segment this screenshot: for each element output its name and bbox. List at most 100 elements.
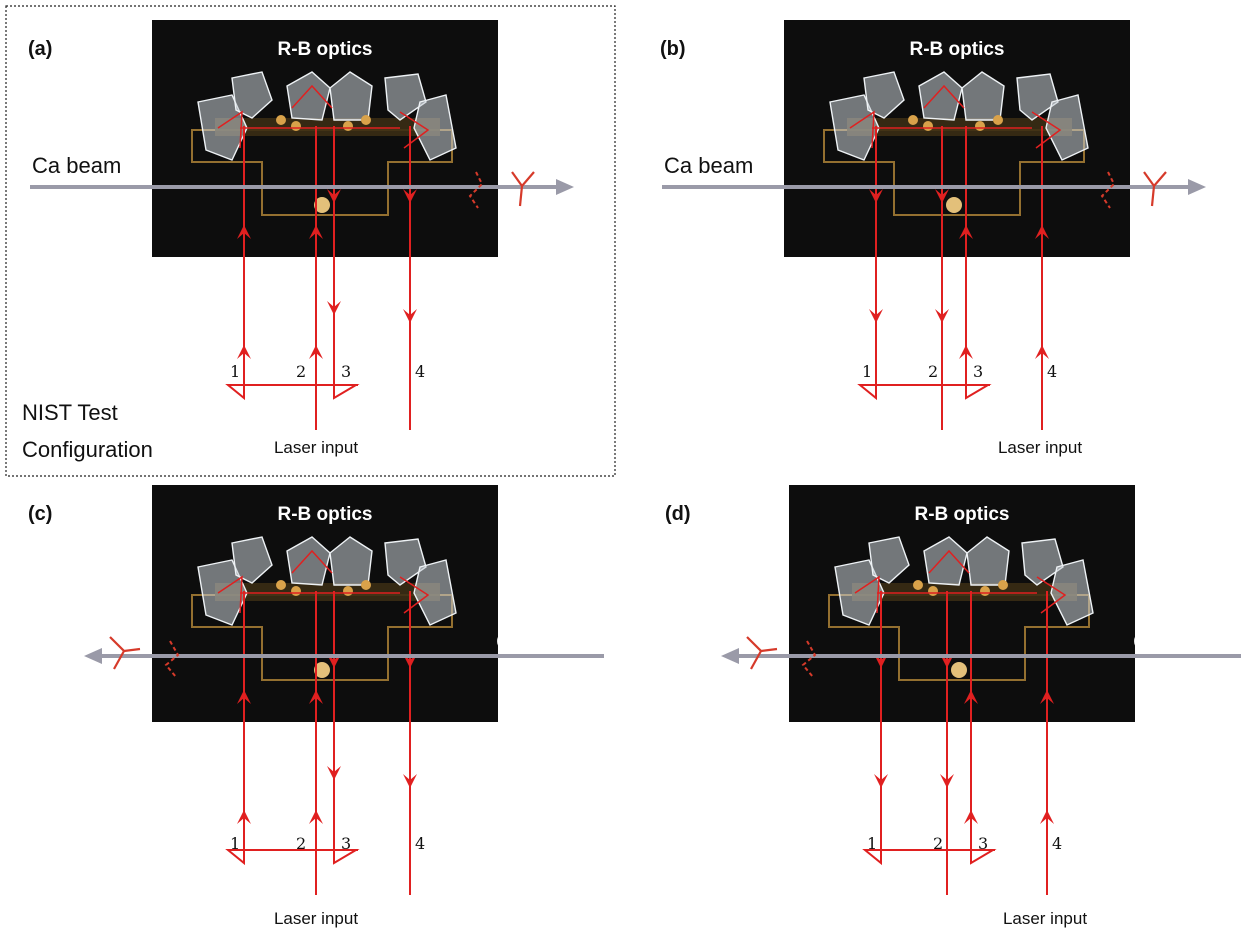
fold-mirror-right	[970, 849, 997, 865]
center-sphere	[314, 662, 330, 678]
fold-mirror-left	[225, 384, 245, 401]
laser-arrowhead	[964, 810, 978, 824]
fold-mirror-left	[862, 849, 882, 866]
laser-arrowhead	[964, 690, 978, 704]
fold-mirror-right	[333, 384, 360, 400]
brass-sphere	[361, 580, 371, 590]
laser-arrowhead	[1035, 345, 1049, 359]
brass-sphere	[361, 115, 371, 125]
glass-prism	[918, 71, 963, 121]
glass-prism	[329, 71, 373, 121]
brass-sphere	[291, 121, 301, 131]
laser-arrowhead	[403, 189, 417, 203]
laser-paths	[862, 591, 1054, 895]
nist-config-frame	[5, 5, 616, 477]
brass-sphere	[913, 580, 923, 590]
ca-beam	[662, 171, 1206, 209]
brass-sphere	[908, 115, 918, 125]
beam-number-2: 2	[296, 362, 306, 381]
config-label-line1: NIST Test	[22, 400, 118, 425]
panel-label: (b)	[660, 38, 686, 60]
ca-beam-arrowhead	[84, 648, 102, 664]
laser-arrowhead	[327, 301, 341, 315]
laser-arrowhead	[874, 774, 888, 788]
ca-beam-arrowhead	[1188, 179, 1206, 195]
molecule-sketch	[746, 636, 778, 670]
ca-beam	[84, 636, 604, 678]
laser-arrowhead	[237, 810, 251, 824]
ca-beam	[30, 171, 574, 209]
photo-title: R-B optics	[910, 39, 1005, 60]
laser-arrowhead	[237, 345, 251, 359]
center-sphere	[946, 197, 962, 213]
mount-bar	[852, 583, 1077, 601]
glass-prism	[868, 536, 910, 584]
laser-arrowhead	[237, 690, 251, 704]
ca-beam-label: Ca beam	[664, 153, 753, 178]
mount-bar	[215, 583, 440, 601]
laser-arrowhead	[1040, 690, 1054, 704]
laser-paths	[857, 126, 1049, 430]
glass-prism	[286, 71, 331, 121]
glass-prism	[863, 71, 905, 119]
beam-number-4: 4	[1052, 834, 1062, 853]
mount-bar	[847, 118, 1072, 136]
brass-sphere	[980, 586, 990, 596]
glass-prism	[1021, 538, 1064, 586]
molecule-sketch	[109, 636, 141, 670]
laser-arrowhead	[869, 189, 883, 203]
rb-optics-photo	[789, 485, 1135, 722]
panel-label: (a)	[28, 38, 52, 60]
laser-arrowhead	[959, 345, 973, 359]
brass-sphere	[993, 115, 1003, 125]
brass-sphere	[975, 121, 985, 131]
molecule-sketch	[1100, 171, 1116, 209]
brass-sphere	[343, 121, 353, 131]
mount-bar	[215, 118, 440, 136]
glass-prism	[329, 536, 373, 586]
laser-arrowhead	[403, 309, 417, 323]
laser-arrowhead	[309, 225, 323, 239]
laser-arrowhead	[309, 345, 323, 359]
laser-arrowhead	[309, 690, 323, 704]
laser-arrowhead	[935, 309, 949, 323]
laser-arrowhead	[940, 774, 954, 788]
fold-mirror-right	[965, 384, 992, 400]
glass-prism	[966, 536, 1010, 586]
rb-optics-photo	[784, 20, 1130, 257]
ca-beam	[721, 636, 1241, 678]
beam-number-2: 2	[296, 834, 306, 853]
glass-prism	[413, 94, 457, 161]
molecule-sketch	[511, 171, 535, 207]
beam-number-3: 3	[341, 362, 351, 381]
glass-prism	[384, 538, 427, 586]
laser-input-label: Laser input	[274, 909, 358, 928]
glass-prism	[384, 73, 427, 121]
laser-arrowhead	[403, 774, 417, 788]
laser-arrowhead	[869, 309, 883, 323]
beam-number-3: 3	[973, 362, 983, 381]
glass-prism	[1050, 559, 1094, 626]
photo-title: R-B optics	[278, 39, 373, 60]
photo-title: R-B optics	[915, 504, 1010, 525]
internal-reflections	[217, 549, 430, 614]
rb-optics-photo	[152, 485, 498, 722]
glass-prism	[286, 536, 331, 586]
beam-number-3: 3	[978, 834, 988, 853]
internal-reflections	[849, 84, 1062, 149]
panel-label: (d)	[665, 503, 691, 525]
laser-arrowhead	[309, 810, 323, 824]
laser-paths	[225, 126, 417, 430]
beam-number-1: 1	[230, 834, 240, 853]
brass-sphere	[276, 115, 286, 125]
panel-label: (c)	[28, 503, 52, 525]
beam-number-4: 4	[415, 362, 425, 381]
ca-beam-label: Ca beam	[32, 153, 121, 178]
glass-prism	[413, 559, 457, 626]
glass-prism	[923, 536, 968, 586]
ca-beam-arrowhead	[721, 648, 739, 664]
